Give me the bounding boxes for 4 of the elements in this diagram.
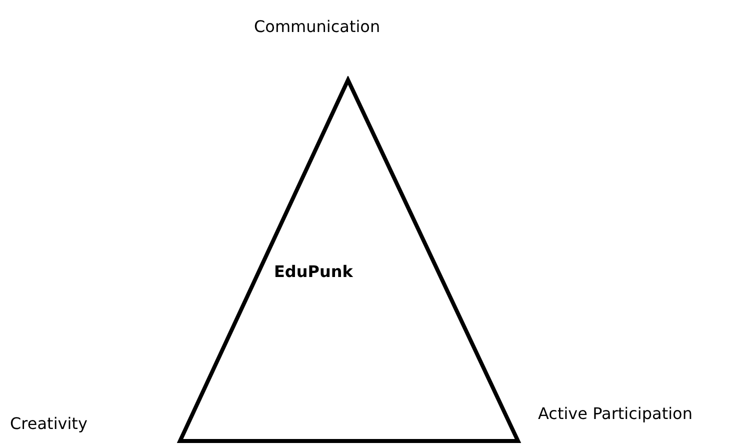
vertex-label: Active Participation xyxy=(538,404,692,423)
vertex-label: Creativity xyxy=(10,414,88,433)
node-label: EduPunk xyxy=(274,262,353,281)
vertex-label: Communication xyxy=(254,17,380,36)
